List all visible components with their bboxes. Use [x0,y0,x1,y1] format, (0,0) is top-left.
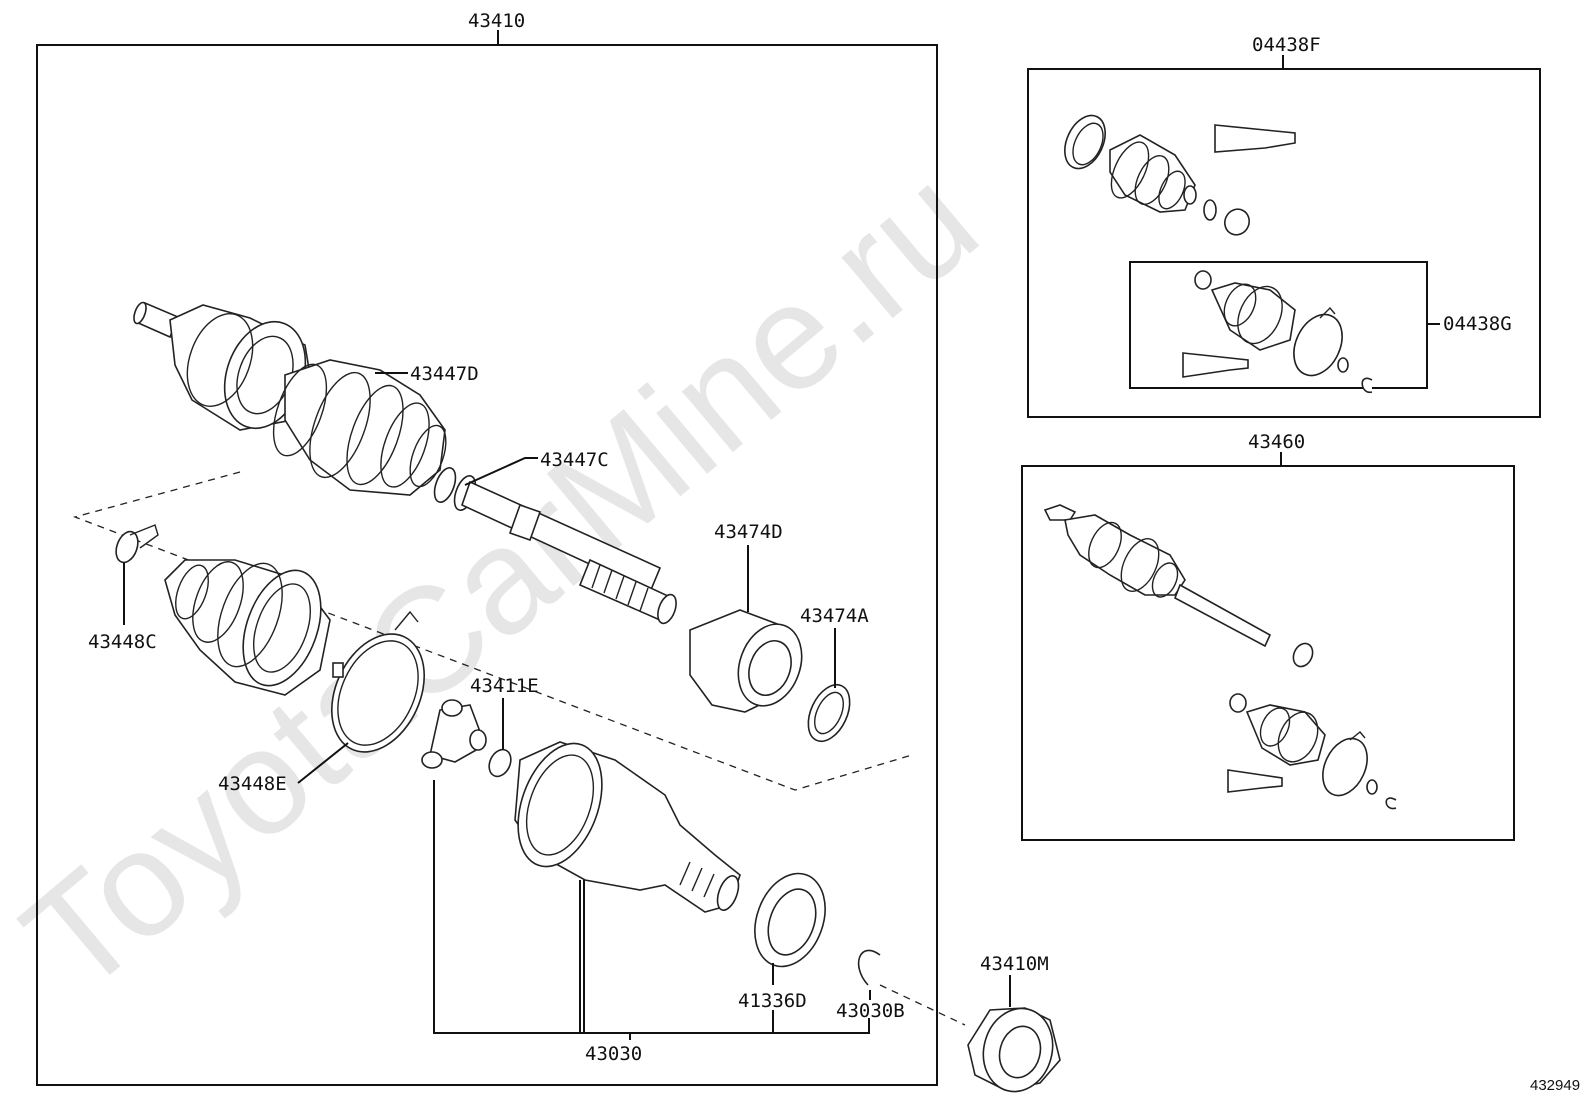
drive-shaft-frame-43460 [1021,452,1515,841]
watermark-text: ToyotaCarMine.ru [0,135,1007,1025]
callout-43448C[interactable]: 43448C [88,631,157,653]
callout-43030B[interactable]: 43030B [836,1000,905,1022]
callout-43410[interactable]: 43410 [468,10,525,32]
callout-43460[interactable]: 43460 [1248,431,1305,453]
oil-seal-41336D [754,872,826,968]
clamp-43448C [115,524,159,564]
inner-cv-housing [514,741,741,913]
ring-43474A [807,683,851,743]
callout-43410M[interactable]: 43410M [980,953,1049,975]
drive-shaft-upper [133,301,677,625]
dust-cover-43474D [689,609,803,713]
callout-04438G[interactable]: 04438G [1443,313,1512,335]
callout-43411E[interactable]: 43411E [470,675,539,697]
callout-43474D[interactable]: 43474D [714,521,783,543]
leader-43410M-dashed [879,984,966,1026]
callout-43448E[interactable]: 43448E [218,773,287,795]
tripod-joint [421,699,487,769]
band-clamp-43448E [330,610,426,753]
boot-kit-frame-04438F [1027,55,1541,418]
callout-43447C[interactable]: 43447C [540,449,609,471]
figure-id: 432949 [1530,1077,1580,1094]
snap-ring-43411E [488,748,512,778]
bearing-43410M [967,1007,1061,1093]
bracket-43030 [433,780,870,1040]
callout-43474A[interactable]: 43474A [800,605,869,627]
callout-43447D[interactable]: 43447D [410,363,479,385]
snap-ring-43030B [857,949,881,986]
inner-boot [164,559,331,696]
boot-kit-dashed-region [72,471,913,791]
callout-43030[interactable]: 43030 [585,1043,642,1065]
callout-04438F[interactable]: 04438F [1252,34,1321,56]
callout-41336D[interactable]: 41336D [738,990,807,1012]
main-assembly-frame [36,30,938,1086]
